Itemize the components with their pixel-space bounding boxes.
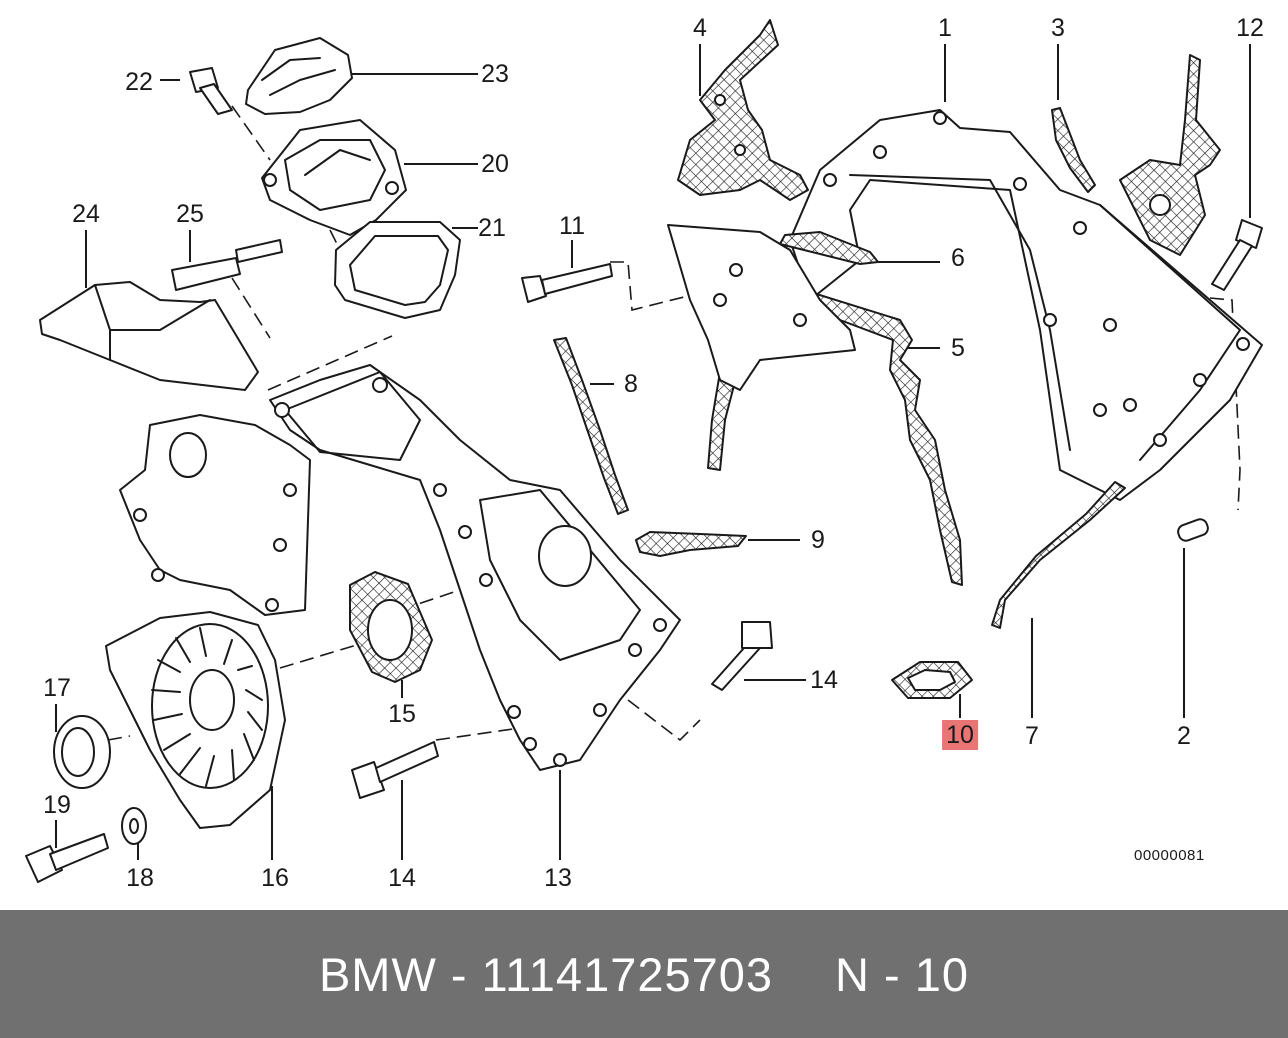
upper-timing-case xyxy=(789,109,1263,501)
callout-8: 8 xyxy=(624,370,638,398)
callout-9: 9 xyxy=(811,526,825,554)
callout-19: 19 xyxy=(43,791,71,819)
callout-23: 23 xyxy=(481,60,509,88)
bracket-24 xyxy=(39,281,259,391)
callout-24: 24 xyxy=(72,200,100,228)
parts-diagram: 1 2 3 4 5 6 7 8 9 10 11 12 13 14 14 15 1… xyxy=(25,14,1264,892)
callout-10-highlighted: 10 xyxy=(942,720,978,750)
lower-case-plate xyxy=(667,224,856,391)
gasket-5 xyxy=(707,284,963,586)
callout-20: 20 xyxy=(481,150,509,178)
bolt-12 xyxy=(1211,219,1263,291)
vibration-damper-16 xyxy=(105,611,286,829)
diagram-position-label: N - 10 xyxy=(835,947,970,1001)
part-number-banner: BMW - 11141725703 N - 10 xyxy=(0,910,1288,1038)
inner-cover-plate xyxy=(119,414,311,616)
callout-11: 11 xyxy=(559,212,585,240)
callout-16: 16 xyxy=(261,864,289,892)
washer-18 xyxy=(121,807,147,845)
callout-6: 6 xyxy=(951,244,965,272)
callout-22: 22 xyxy=(125,68,153,96)
leader-lines xyxy=(55,44,1251,860)
dowel-pin-2 xyxy=(1177,518,1209,542)
stud-25 xyxy=(171,239,283,291)
callout-14-upper: 14 xyxy=(810,666,838,694)
callout-1: 1 xyxy=(938,14,952,42)
bolt-19 xyxy=(25,833,109,883)
oil-filler-neck-20 xyxy=(261,119,407,236)
gasket-12 xyxy=(1119,54,1221,256)
lower-timing-cover xyxy=(269,364,681,771)
gasket-3 xyxy=(1051,107,1096,193)
callout-14-lower: 14 xyxy=(388,864,416,892)
brand-separator: - xyxy=(450,947,468,1001)
gasket-4 xyxy=(677,19,809,201)
callout-25: 25 xyxy=(176,200,204,228)
bolt-22 xyxy=(189,67,233,115)
gasket-9 xyxy=(635,531,747,557)
callout-5: 5 xyxy=(951,334,965,362)
callout-13: 13 xyxy=(544,864,572,892)
gasket-21 xyxy=(334,221,461,319)
callout-21: 21 xyxy=(478,214,506,242)
gasket-15 xyxy=(349,571,433,683)
callout-2: 2 xyxy=(1177,722,1191,750)
callout-18: 18 xyxy=(126,864,154,892)
brand-name: BMW xyxy=(318,947,437,1001)
bolt-14-upper xyxy=(711,621,773,691)
gasket-10 xyxy=(891,661,973,699)
bolt-11 xyxy=(521,263,613,303)
callout-12: 12 xyxy=(1236,14,1264,42)
filler-cap-23 xyxy=(245,37,353,115)
seal-ring-17 xyxy=(53,715,111,789)
callout-3: 3 xyxy=(1051,14,1065,42)
callout-4: 4 xyxy=(693,14,707,42)
gasket-7 xyxy=(991,481,1126,629)
part-number: 11141725703 xyxy=(481,947,774,1001)
callout-17: 17 xyxy=(43,674,71,702)
catalog-reference: 00000081 xyxy=(1134,847,1205,864)
bolt-14-lower xyxy=(351,741,439,799)
gasket-8 xyxy=(553,337,629,515)
exploded-view-drawing xyxy=(25,19,1263,883)
callout-7: 7 xyxy=(1025,722,1039,750)
callout-15: 15 xyxy=(388,700,416,728)
